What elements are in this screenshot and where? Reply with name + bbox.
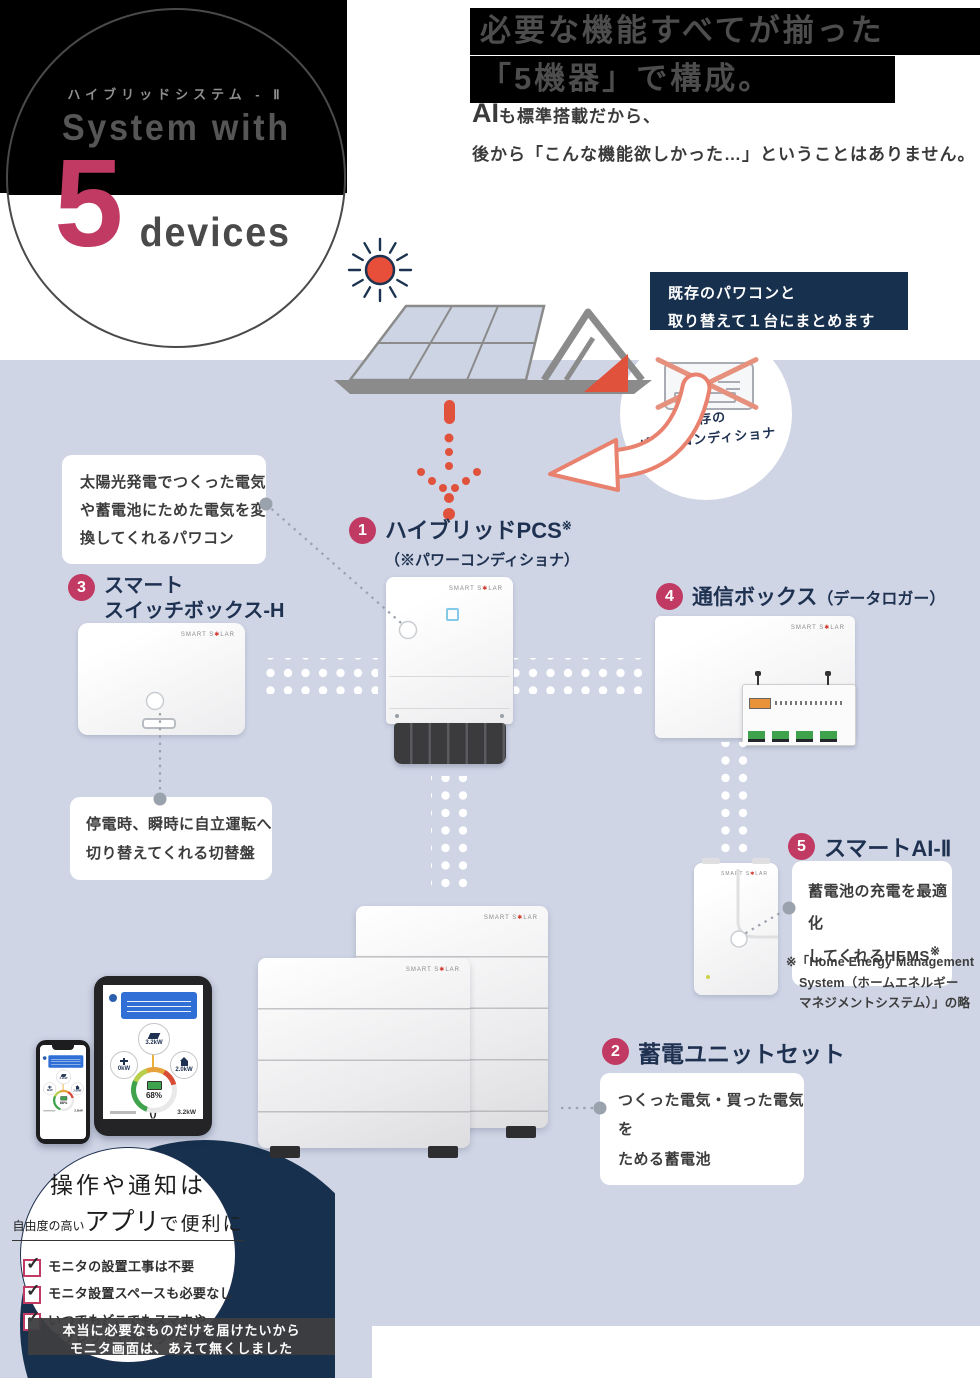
chat-bubble bbox=[121, 992, 197, 1019]
pcs-heatsink bbox=[394, 723, 506, 764]
switchbox-note: 停電時、瞬時に自立運転へ 切り替えてくれる切替盤 bbox=[70, 797, 272, 880]
replace-callout: 既存のパワコンと 取り替えて１台にまとめます bbox=[650, 272, 908, 330]
hems-footnote: ※「Home Energy Management System（ホームエネルギー… bbox=[786, 955, 975, 1011]
number-badge-5: 5 bbox=[788, 833, 815, 860]
antenna-icon bbox=[825, 671, 831, 685]
pcs-note: 太陽光発電でつくった電気 や蓄電池にためた電気を変 換してくれるパワコン bbox=[62, 455, 266, 565]
badge-subtitle: ハイブリッドシステム - Ⅱ bbox=[67, 87, 285, 102]
lead-line2: 後から「こんな機能欲しかった…」ということはありません。 bbox=[472, 145, 976, 164]
phone-mockup: 3.2kW 0kW 2.0kW 68% 3.2kW bbox=[36, 1040, 90, 1144]
checkbox-icon: ✓ bbox=[23, 1254, 42, 1277]
smart-solar-logo: SMART S✱LAR bbox=[448, 586, 503, 592]
smart-switchbox-device: SMART S✱LAR bbox=[78, 623, 245, 735]
label-battery: 2 蓄電ユニットセット bbox=[602, 1038, 845, 1069]
home-mark: () bbox=[149, 1107, 157, 1119]
badge-unit: devices bbox=[139, 209, 292, 255]
number-badge-2: 2 bbox=[602, 1038, 629, 1065]
power-pole-icon bbox=[120, 1058, 128, 1065]
chat-avatar-icon bbox=[109, 994, 117, 1002]
label-pcs: 1 ハイブリッドPCS※ （※パワーコンディショナ） bbox=[349, 517, 579, 570]
label-switchbox: 3 スマート スイッチボックス-H bbox=[68, 574, 285, 624]
antenna-icon bbox=[755, 671, 761, 685]
ai-note: 蓄電池の充電を最適化 してくれるHEMS※ bbox=[792, 861, 952, 986]
pcs-indicator bbox=[446, 608, 459, 621]
home-stat-circle: 2.0kW bbox=[170, 1051, 198, 1079]
no-monitor-banner: 本当に必要なものだけを届けたいから モニタ画面は、あえて無くしました bbox=[28, 1318, 335, 1356]
smart-solar-logo: SMART S✱LAR bbox=[721, 871, 768, 877]
battery-note: つくった電気・買った電気を ためる蓄電池 bbox=[600, 1073, 804, 1185]
tablet-mockup: 3.2kW 0kW 2.0kW 68% bbox=[94, 976, 212, 1136]
label-commbox: 4 通信ボックス（データロガー） bbox=[656, 583, 945, 611]
badge-number: 5 bbox=[54, 135, 124, 273]
hybrid-pcs-device: SMART S✱LAR bbox=[386, 577, 513, 724]
grid-stat-circle: 0kW bbox=[110, 1051, 138, 1079]
smart-solar-logo: SMART S✱LAR bbox=[180, 632, 235, 638]
number-badge-3: 3 bbox=[68, 574, 95, 601]
headline-line2: 「5機器」で構成。 bbox=[470, 56, 895, 103]
phone-screen: 3.2kW 0kW 2.0kW 68% 3.2kW bbox=[40, 1045, 86, 1139]
solar-stat-circle: 3.2kW bbox=[138, 1023, 170, 1055]
solar-panel-icon bbox=[147, 1032, 161, 1039]
app-footer: 3.2kW bbox=[110, 1107, 196, 1117]
battery-gauge: 68% bbox=[131, 1067, 177, 1113]
number-badge-1: 1 bbox=[349, 517, 376, 544]
app-circle-subtitle: 自由度の高いアプリで便利に bbox=[12, 1202, 244, 1241]
sun-icon bbox=[347, 237, 413, 303]
bottom-right-white-block bbox=[372, 1326, 980, 1378]
checkbox-icon: ✓ bbox=[23, 1281, 42, 1304]
smart-solar-logo: SMART S✱LAR bbox=[790, 625, 845, 631]
headline-line1: 必要な機能すべてが揃った bbox=[470, 8, 980, 55]
battery-unit-front: SMART S✱LAR bbox=[258, 958, 470, 1158]
phone-notch bbox=[52, 1045, 74, 1050]
smart-ai-device: SMART S✱LAR bbox=[694, 858, 778, 995]
checklist-item: ✓ モニタ設置スペースも必要なし bbox=[23, 1281, 233, 1304]
house-icon bbox=[179, 1056, 188, 1066]
smart-solar-logo: SMART S✱LAR bbox=[483, 915, 538, 921]
system-badge: ハイブリッドシステム - Ⅱ System with 5 devices bbox=[6, 8, 346, 348]
tablet-screen: 3.2kW 0kW 2.0kW 68% bbox=[103, 985, 203, 1119]
lead-ai: AI bbox=[472, 98, 499, 128]
number-badge-4: 4 bbox=[656, 583, 683, 610]
app-screen: 3.2kW 0kW 2.0kW 68% bbox=[105, 987, 201, 1119]
data-logger-device bbox=[742, 671, 856, 746]
lead-line1: AIも標準搭載だから、 bbox=[472, 98, 661, 128]
label-smart-ai: 5 スマートAI-Ⅱ bbox=[788, 833, 952, 863]
app-circle-title: 操作や通知は bbox=[50, 1173, 206, 1198]
badge-number-row: 5 devices bbox=[54, 139, 297, 269]
app-screen: 3.2kW 0kW 2.0kW 68% 3.2kW bbox=[41, 1053, 85, 1114]
checklist-item: ✓ モニタの設置工事は不要 bbox=[23, 1254, 233, 1277]
badge-title: System with bbox=[61, 107, 291, 148]
battery-icon bbox=[146, 1080, 162, 1090]
smart-solar-logo: SMART S✱LAR bbox=[405, 967, 460, 973]
